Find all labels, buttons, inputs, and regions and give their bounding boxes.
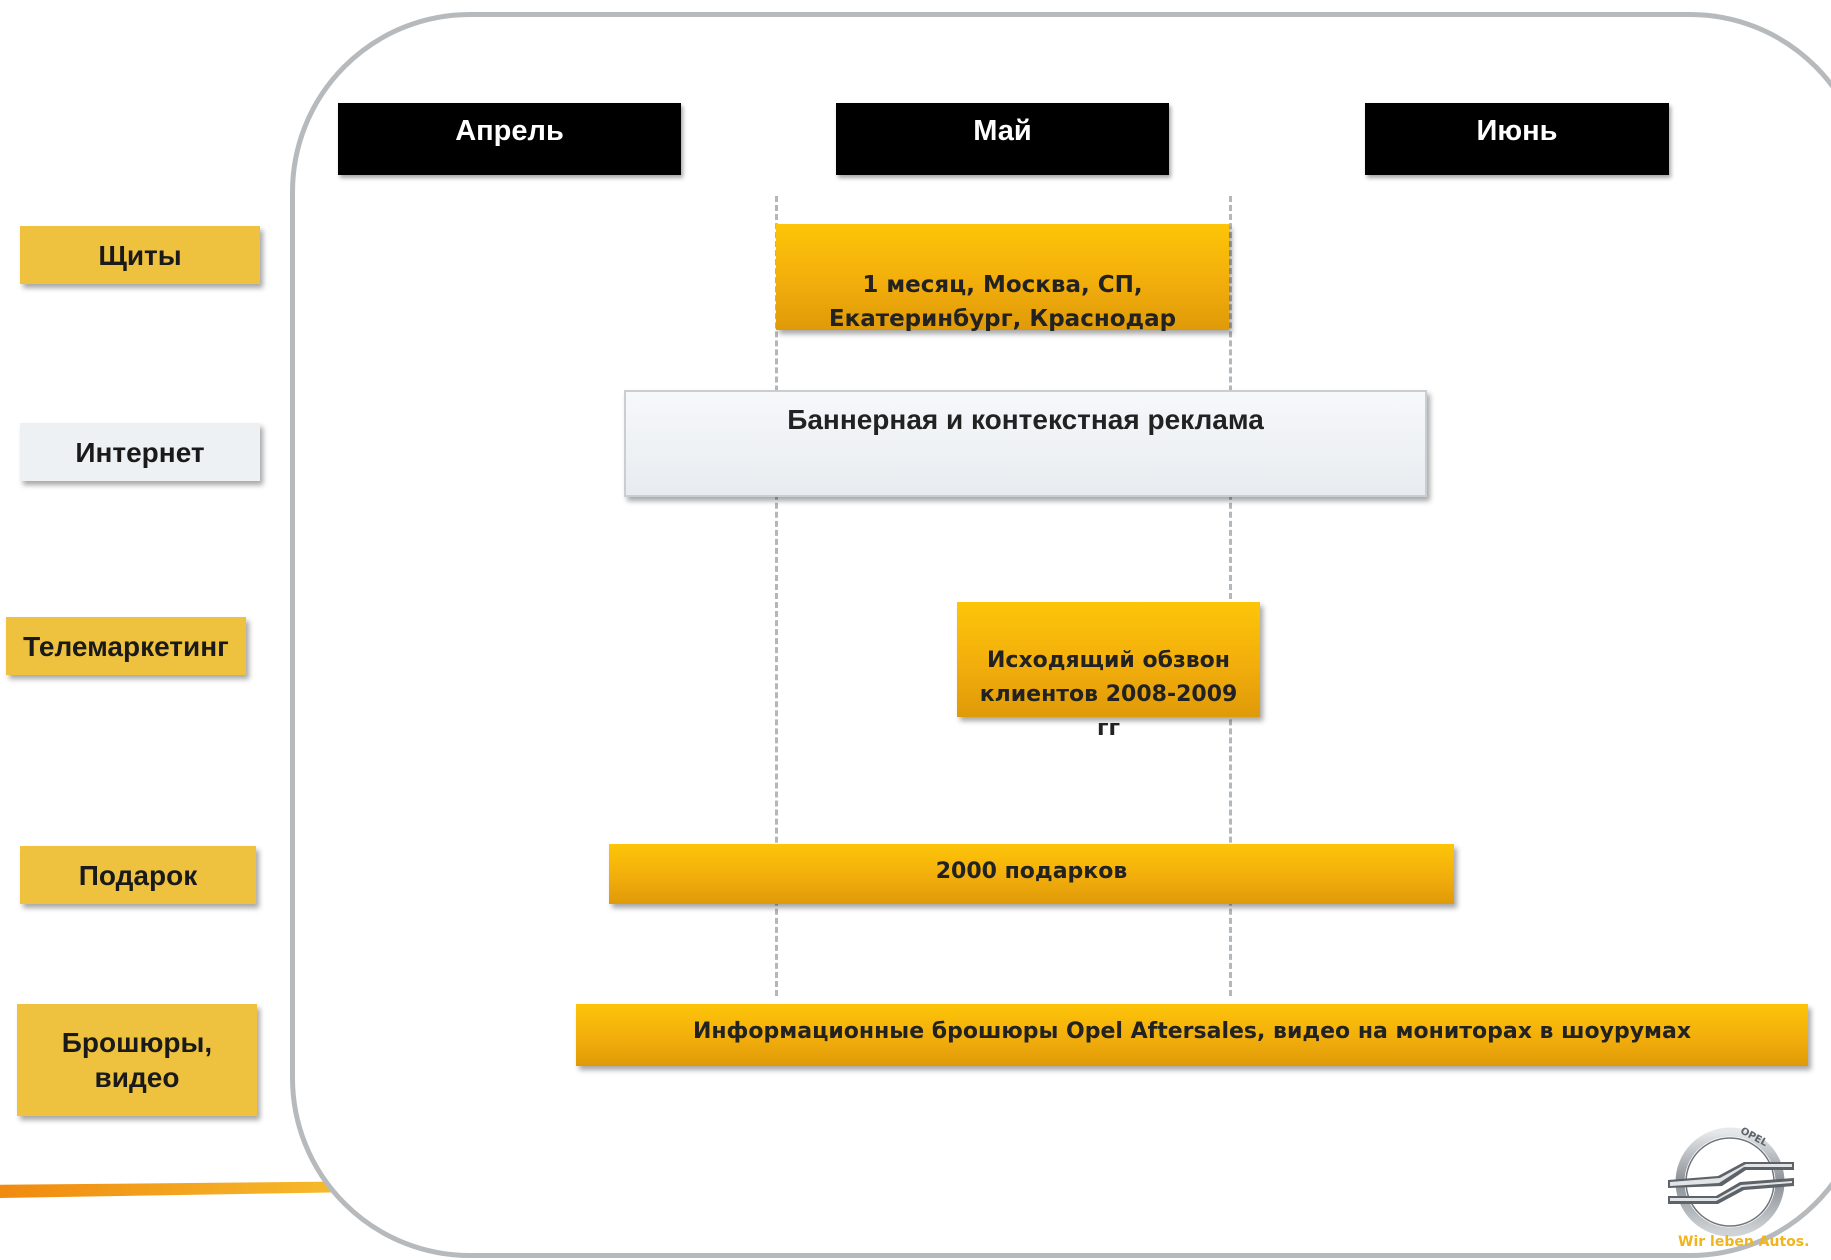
month-divider-left [775,196,778,996]
bar-boards-text: 1 месяц, Москва, СП, Екатеринбург, Красн… [828,272,1177,332]
category-gift: Подарок [20,846,256,904]
month-april: Апрель [338,103,681,175]
bar-gift: 2000 подарков [609,844,1454,904]
month-may: Май [836,103,1169,175]
category-gift-label: Подарок [78,859,198,891]
opel-logo-icon: OPEL [1668,1126,1794,1237]
category-telemarketing-label: Телемаркетинг [23,630,229,662]
bar-telemarketing: Исходящий обзвон клиентов 2008-2009 гг [957,602,1260,741]
bar-gift-text: 2000 подарков [935,859,1128,884]
month-june: Июнь [1365,103,1669,175]
category-brochures: Брошюры, видео [17,1004,257,1116]
bar-boards: 1 месяц, Москва, СП, Екатеринбург, Красн… [776,224,1229,332]
bar-telemarketing-text: Исходящий обзвон клиентов 2008-2009 гг [979,648,1238,741]
category-internet: Интернет [20,423,260,481]
category-brochures-label: Брошюры, видео [61,1027,213,1093]
month-divider-right [1229,196,1232,996]
category-boards-label: Щиты [98,239,182,271]
category-telemarketing: Телемаркетинг [6,617,246,675]
bar-internet: Баннерная и контекстная реклама [624,390,1427,497]
bar-internet-text: Баннерная и контекстная реклама [787,404,1264,435]
bar-brochures-text: Информационные брошюры Opel Aftersales, … [692,1019,1692,1044]
tagline: Wir leben Autos. [1678,1234,1810,1250]
category-boards: Щиты [20,226,260,284]
category-internet-label: Интернет [75,436,205,468]
bar-brochures: Информационные брошюры Opel Aftersales, … [576,1004,1808,1066]
